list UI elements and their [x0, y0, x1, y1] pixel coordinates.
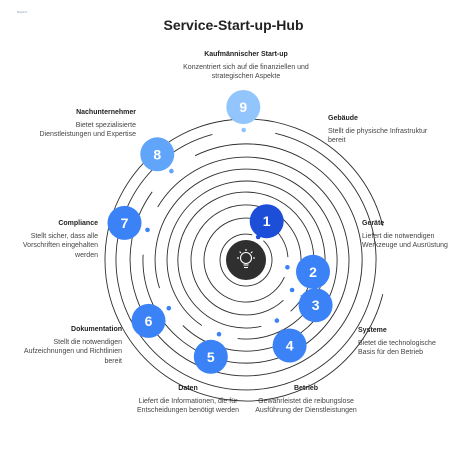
step-9-label: Kaufmännischer Start-up Konzentriert sic… — [180, 50, 312, 82]
step-8-marker[interactable]: 8 — [140, 137, 175, 172]
step-2-marker[interactable]: 2 — [296, 254, 330, 289]
step-9-number: 9 — [239, 99, 247, 115]
step-8-desc: Bietet spezialisierte Dienstleistungen u… — [39, 122, 136, 139]
spiral-ring-6 — [154, 168, 338, 352]
step-8-number: 8 — [153, 146, 161, 162]
step-1-marker[interactable]: 1 — [249, 204, 284, 239]
center-hub — [226, 240, 266, 280]
connector-dot-3 — [289, 287, 295, 293]
step-3-label: Systeme Bietet die technologische Basis … — [358, 326, 453, 358]
marker-circle — [193, 339, 228, 374]
step-6-label: Dokumentation Stellt die notwendigen Auf… — [18, 325, 122, 366]
page-title: Service-Start-up-Hub — [163, 17, 304, 33]
marker-circle — [298, 288, 333, 323]
step-5-title: Daten — [178, 385, 198, 392]
step-4-title: Betrieb — [293, 385, 319, 392]
connector-dot-6 — [166, 305, 172, 311]
step-3-title: Systeme — [358, 327, 387, 334]
step-5-number: 5 — [207, 349, 215, 365]
step-7-number: 7 — [121, 215, 129, 231]
connector-dot-5 — [216, 331, 222, 337]
step-2-label: Geräte Liefert die notwendigen Werkzeuge… — [362, 219, 457, 251]
step-2-title: Geräte — [362, 220, 385, 227]
step-9-title: Kaufmännischer Start-up — [204, 51, 288, 58]
step-6-title: Dokumentation — [71, 326, 122, 333]
step-7-title: Compliance — [58, 220, 98, 227]
spiral-ring-3 — [190, 204, 302, 316]
step-7-desc: Stellt sicher, dass alle Vorschriften ei… — [22, 233, 98, 259]
step-7-marker[interactable]: 7 — [107, 205, 142, 240]
step-6-number: 6 — [145, 313, 153, 329]
step-7-label: Compliance Stellt sicher, dass alle Vors… — [18, 219, 98, 260]
marker-circle — [140, 137, 175, 172]
step-5-label: Daten Liefert die Informationen, die für… — [132, 384, 244, 416]
marker-circle — [226, 90, 261, 124]
connector-dot-4 — [274, 318, 280, 323]
step-6-desc: Stellt die notwendigen Aufzeichnungen un… — [23, 339, 122, 365]
connector-dot-2 — [285, 265, 290, 270]
spiral-ring-10 — [104, 118, 384, 402]
step-10-desc: Stellt die physische Infrastruktur berei… — [328, 128, 428, 145]
step-4-number: 4 — [286, 338, 294, 354]
step-5-desc: Liefert die Informationen, die für Entsc… — [137, 398, 239, 415]
step-4-marker[interactable]: 4 — [272, 328, 307, 363]
spiral-rings — [104, 118, 384, 402]
marker-circle — [272, 328, 307, 363]
logo: Napkin — [17, 10, 28, 14]
marker-circle — [131, 303, 166, 338]
connector-dot-8 — [169, 168, 174, 174]
step-3-number: 3 — [312, 297, 320, 313]
step-10-title: Gebäude — [328, 115, 358, 122]
marker-circle — [296, 254, 330, 289]
step-4-desc: Gewährleistet die reibungslose Ausführun… — [255, 398, 357, 415]
spiral-ring-8 — [129, 143, 363, 377]
step-3-marker[interactable]: 3 — [298, 288, 333, 323]
step-1-number: 1 — [263, 213, 271, 229]
spiral-ring-7 — [142, 156, 350, 364]
step-8-label: Nachunternehmer Bietet spezialisierte Di… — [28, 108, 136, 140]
spiral-ring-1 — [219, 233, 273, 287]
gear-lightbulb-icon — [237, 249, 255, 269]
step-2-number: 2 — [309, 264, 317, 280]
marker-circle — [107, 205, 142, 240]
step-5-marker[interactable]: 5 — [193, 339, 228, 374]
step-3-desc: Bietet die technologische Basis für den … — [358, 340, 436, 357]
connector-dot-9 — [241, 127, 246, 133]
step-4-label: Betrieb Gewährleistet die reibungslose A… — [250, 384, 362, 416]
step-8-title: Nachunternehmer — [76, 109, 136, 116]
connector-dot-7 — [145, 227, 150, 233]
step-6-marker[interactable]: 6 — [131, 303, 166, 338]
step-2-desc: Liefert die notwendigen Werkzeuge und Au… — [362, 233, 448, 250]
step-10-label: Gebäude Stellt die physische Infrastrukt… — [328, 114, 428, 146]
step-9-desc: Konzentriert sich auf die finanziellen u… — [183, 64, 309, 81]
step-9-marker[interactable]: 9 — [226, 90, 261, 124]
marker-circle — [249, 204, 284, 239]
